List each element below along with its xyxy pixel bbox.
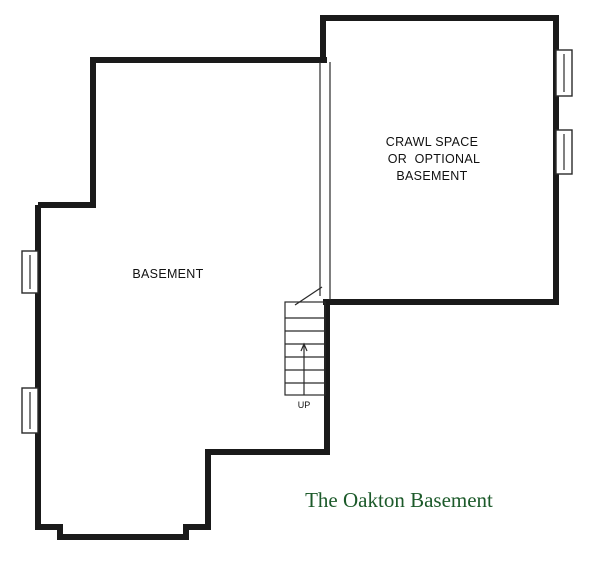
crawl-space-label-line2: OR OPTIONAL <box>388 152 481 166</box>
basement-label: BASEMENT <box>132 267 203 281</box>
crawl-space-wall <box>320 15 559 305</box>
stair-arrow-head <box>300 342 308 352</box>
stair-up-label: UP <box>298 400 311 410</box>
crawl-space-label-line3: BASEMENT <box>396 169 467 183</box>
crawl-space-label-line1: CRAWL SPACE <box>386 135 478 149</box>
plan-caption: The Oakton Basement <box>305 488 493 512</box>
staircase <box>284 286 326 396</box>
basement-wall <box>35 57 330 540</box>
